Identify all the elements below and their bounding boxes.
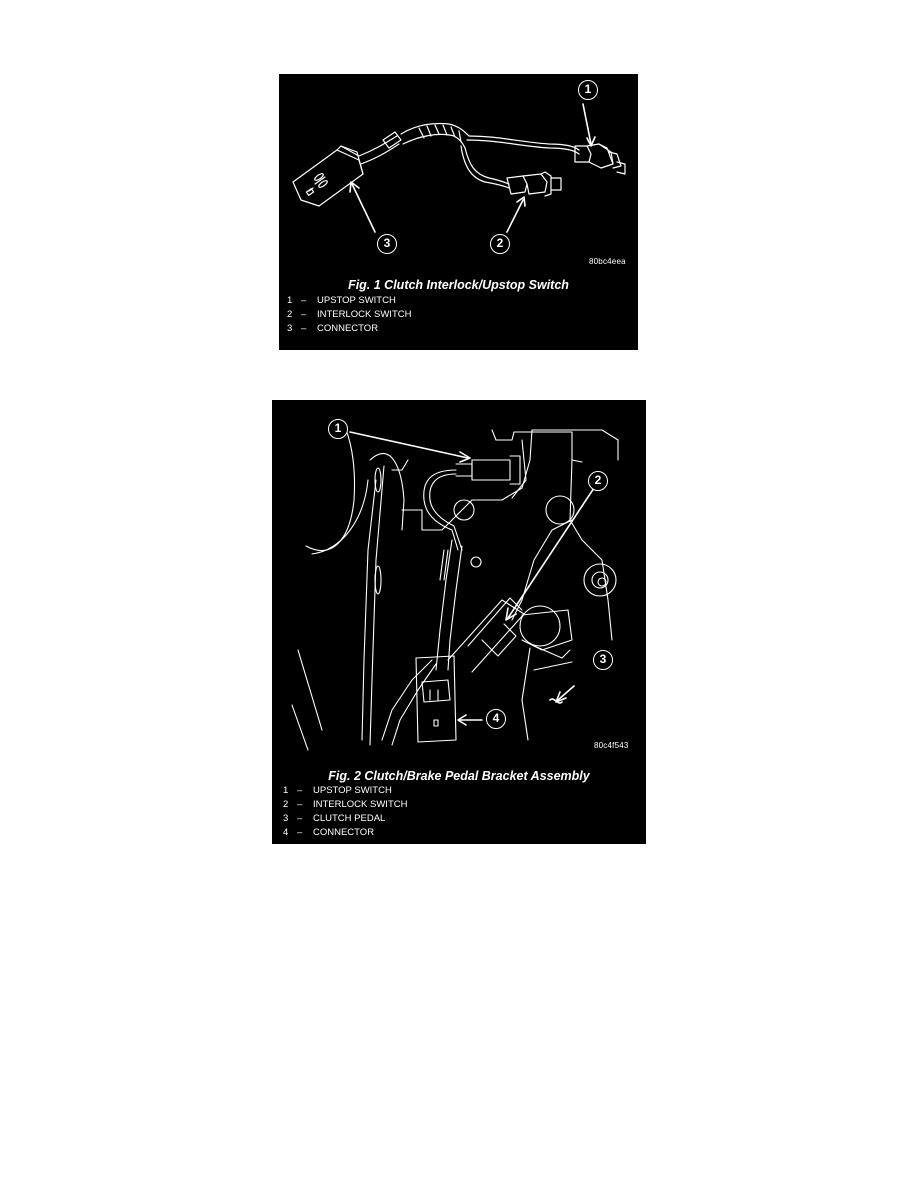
callout-3: 3 bbox=[593, 650, 613, 670]
connector-drawing bbox=[292, 145, 364, 207]
callout-arrows bbox=[349, 103, 596, 233]
upstop-switch-drawing bbox=[574, 143, 626, 175]
interlock-switch-drawing bbox=[506, 171, 562, 197]
upstop-switch-drawing bbox=[423, 455, 521, 551]
callout-4: 4 bbox=[486, 709, 506, 729]
image-code: 80bc4eea bbox=[589, 257, 626, 266]
figure-legend: 1–UPSTOP SWITCH 2–INTERLOCK SWITCH 3–CLU… bbox=[283, 784, 407, 840]
legend-item: 2–INTERLOCK SWITCH bbox=[287, 309, 412, 320]
wire-harness-drawing bbox=[381, 539, 463, 746]
callout-1: 1 bbox=[328, 419, 348, 439]
switch-harness-illustration bbox=[292, 103, 626, 233]
figure-clutch-interlock-upstop-switch: 1 2 3 80bc4eea Fig. 1 Clutch Interlock/U… bbox=[279, 74, 638, 350]
callout-2: 2 bbox=[588, 471, 608, 491]
callout-arrows bbox=[349, 431, 595, 726]
callout-3: 3 bbox=[377, 234, 397, 254]
pedal-bracket-drawing bbox=[401, 429, 619, 741]
legend-item: 3–CONNECTOR bbox=[287, 323, 379, 334]
dash-panel-drawing bbox=[291, 429, 409, 751]
legend-item: 1–UPSTOP SWITCH bbox=[287, 295, 396, 306]
legend-item: 2–INTERLOCK SWITCH bbox=[283, 799, 408, 810]
figure-caption: Fig. 2 Clutch/Brake Pedal Bracket Assemb… bbox=[328, 769, 590, 783]
legend-item: 4–CONNECTOR bbox=[283, 827, 375, 838]
callout-2: 2 bbox=[490, 234, 510, 254]
wire-harness-drawing bbox=[358, 122, 580, 189]
figure-caption: Fig. 1 Clutch Interlock/Upstop Switch bbox=[348, 278, 569, 292]
figure-legend: 1–UPSTOP SWITCH 2–INTERLOCK SWITCH 3–CON… bbox=[287, 294, 411, 336]
image-code: 80c4f543 bbox=[594, 741, 629, 750]
pedal-bracket-illustration bbox=[291, 429, 619, 751]
interlock-switch-drawing bbox=[447, 597, 525, 673]
legend-item: 1–UPSTOP SWITCH bbox=[283, 785, 392, 796]
connector-drawing bbox=[415, 655, 457, 743]
legend-item: 3–CLUTCH PEDAL bbox=[283, 813, 386, 824]
callout-1: 1 bbox=[578, 80, 598, 100]
figure-clutch-brake-pedal-bracket: 1 2 3 4 80c4f543 Fig. 2 Clutch/Brake Ped… bbox=[272, 400, 646, 844]
